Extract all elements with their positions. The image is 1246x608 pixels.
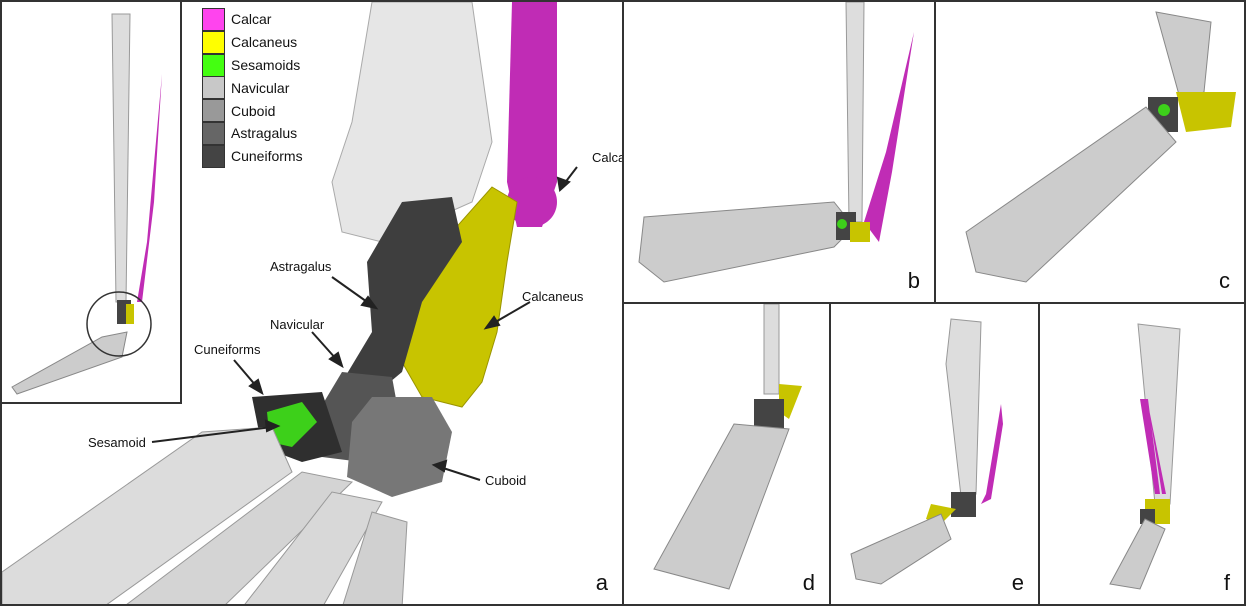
- legend-label: Cuneiforms: [231, 148, 303, 165]
- legend-label: Astragalus: [231, 125, 298, 142]
- legend-item: Cuneiforms: [202, 144, 303, 168]
- legend-label: Calcar: [231, 11, 272, 28]
- inset-whole-leg: [2, 2, 182, 404]
- legend-swatch: [202, 30, 225, 54]
- panel-e: e: [829, 302, 1040, 606]
- panel-d: d: [622, 302, 831, 606]
- legend-item: Navicular: [202, 76, 303, 100]
- legend-swatch: [202, 7, 225, 31]
- panel-label-a: a: [595, 570, 608, 595]
- legend-swatch: [202, 53, 225, 77]
- annotation-calcar: Calcar: [592, 150, 622, 165]
- legend-swatch: [202, 144, 225, 168]
- panel-c: c: [934, 0, 1246, 304]
- foot-dorsal-oblique-view: [965, 11, 1236, 283]
- panel-label-f: f: [1223, 570, 1230, 595]
- legend-label: Navicular: [231, 79, 290, 96]
- legend-item: Astragalus: [202, 121, 303, 145]
- legend-item: Calcaneus: [202, 30, 303, 54]
- annotation-calcaneus: Calcaneus: [522, 289, 584, 304]
- foot-posterior-view: [1109, 323, 1181, 590]
- foot-closeup-illustration: [2, 2, 578, 604]
- legend-item: Cuboid: [202, 99, 303, 123]
- panel-label-c: c: [1219, 268, 1230, 293]
- foot-lateral-view: [638, 2, 914, 283]
- legend-swatch: [202, 76, 225, 100]
- annotation-astragalus: Astragalus: [270, 259, 332, 274]
- annotation-cuneiforms: Cuneiforms: [194, 342, 261, 357]
- legend: Calcar Calcaneus Sesamoids Navicular Cub…: [202, 7, 303, 168]
- legend-item: Sesamoids: [202, 53, 303, 77]
- panel-b: b: [622, 0, 936, 304]
- legend-item: Calcar: [202, 7, 303, 31]
- annotation-cuboid: Cuboid: [485, 473, 527, 488]
- legend-swatch: [202, 121, 225, 145]
- whole-leg-illustration: [11, 13, 162, 395]
- foot-medial-view: [850, 318, 1003, 585]
- legend-swatch: [202, 99, 225, 123]
- panel-a: Calcar Astragalus Calcaneus Navicular Cu…: [0, 0, 624, 606]
- panel-f: f: [1038, 302, 1246, 606]
- panel-label-e: e: [1011, 570, 1024, 595]
- legend-label: Sesamoids: [231, 56, 301, 73]
- annotation-navicular: Navicular: [270, 317, 325, 332]
- panel-label-b: b: [907, 268, 920, 293]
- legend-label: Calcaneus: [231, 34, 298, 51]
- panel-label-d: d: [802, 570, 815, 595]
- foot-plantar-view: [653, 304, 802, 590]
- legend-label: Cuboid: [231, 102, 276, 119]
- annotation-sesamoid: Sesamoid: [88, 435, 146, 450]
